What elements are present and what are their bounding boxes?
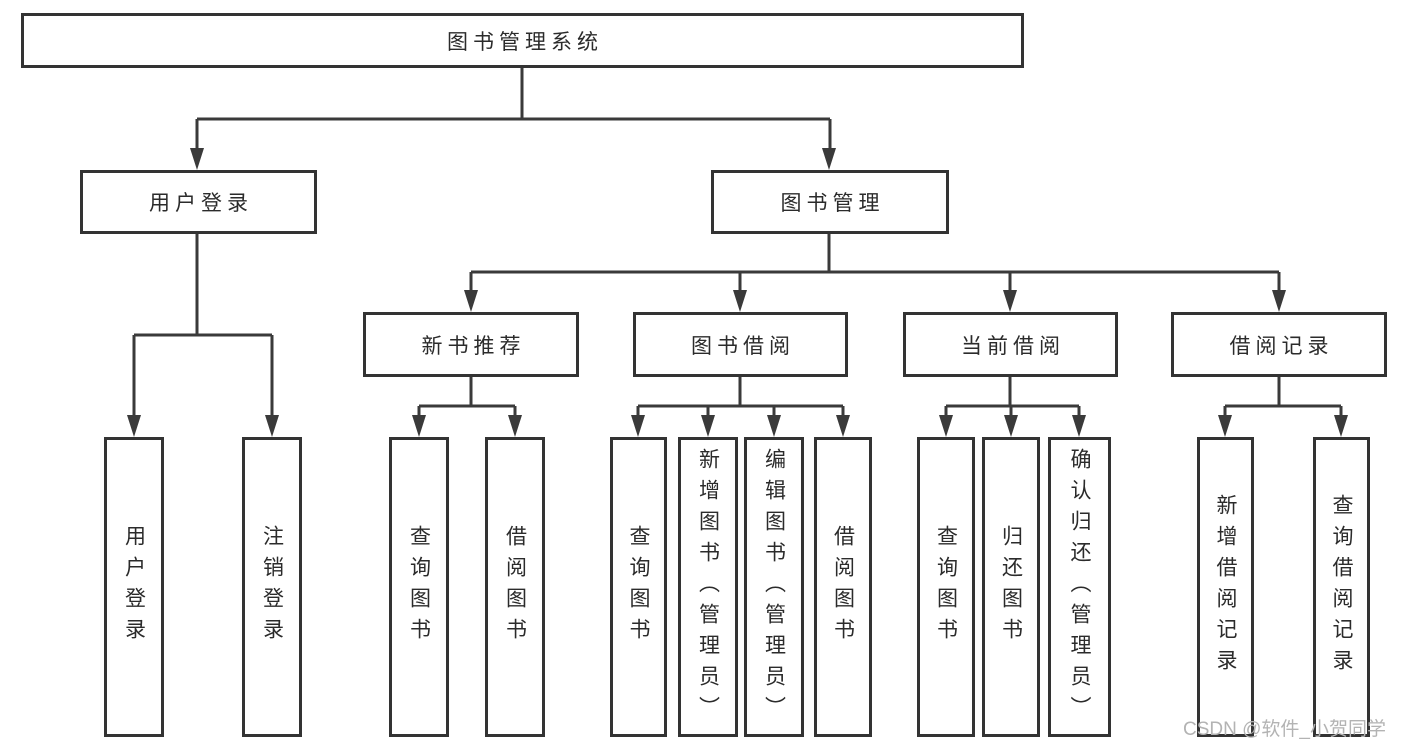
leaf-confirm-return-admin-label: 确认归还（管理员） [1068, 447, 1091, 727]
node-book-management-label: 图书管理 [780, 192, 885, 215]
leaf-query-books-1: 查询图书 [389, 437, 449, 737]
leaf-logout: 注销登录 [242, 437, 302, 737]
leaf-user-login-label: 用户登录 [122, 525, 146, 649]
leaf-query-books-3: 查询图书 [917, 437, 975, 737]
node-borrow-records: 借阅记录 [1171, 312, 1387, 377]
leaf-edit-book-admin: 编辑图书（管理员） [744, 437, 804, 737]
leaf-query-books-1-label: 查询图书 [407, 525, 431, 649]
leaf-add-book-admin: 新增图书（管理员） [678, 437, 738, 737]
node-root-label: 图书管理系统 [447, 30, 603, 54]
leaf-return-book-label: 归还图书 [999, 525, 1023, 649]
leaf-add-borrow-record-label: 新增借阅记录 [1214, 494, 1237, 680]
leaf-borrow-books-2-label: 借阅图书 [831, 525, 855, 649]
node-current-borrowing: 当前借阅 [903, 312, 1118, 377]
leaf-confirm-return-admin: 确认归还（管理员） [1048, 437, 1111, 737]
node-new-book-recommend: 新书推荐 [363, 312, 579, 377]
leaf-borrow-books-2: 借阅图书 [814, 437, 872, 737]
csdn-watermark: CSDN @软件_小贺同学 [1183, 719, 1386, 740]
node-root: 图书管理系统 [21, 13, 1024, 68]
leaf-edit-book-admin-label: 编辑图书（管理员） [762, 447, 786, 727]
leaf-add-book-admin-label: 新增图书（管理员） [696, 447, 720, 727]
node-new-book-recommend-label: 新书推荐 [421, 334, 526, 358]
node-borrow-records-label: 借阅记录 [1229, 334, 1334, 358]
leaf-query-borrow-record-label: 查询借阅记录 [1330, 494, 1353, 680]
leaf-query-books-3-label: 查询图书 [934, 525, 958, 649]
node-book-borrowing: 图书借阅 [633, 312, 848, 377]
leaf-query-borrow-record: 查询借阅记录 [1313, 437, 1370, 737]
node-user-login-label: 用户登录 [149, 192, 253, 215]
leaf-user-login: 用户登录 [104, 437, 164, 737]
leaf-return-book: 归还图书 [982, 437, 1040, 737]
leaf-add-borrow-record: 新增借阅记录 [1197, 437, 1254, 737]
arrowheads [127, 148, 1348, 437]
leaf-logout-label: 注销登录 [260, 525, 284, 649]
node-book-management: 图书管理 [711, 170, 949, 234]
leaf-query-books-2-label: 查询图书 [627, 525, 650, 649]
leaf-borrow-books-1-label: 借阅图书 [503, 525, 527, 649]
leaf-borrow-books-1: 借阅图书 [485, 437, 545, 737]
leaf-query-books-2: 查询图书 [610, 437, 667, 737]
node-user-login: 用户登录 [80, 170, 317, 234]
node-current-borrowing-label: 当前借阅 [961, 334, 1065, 358]
node-book-borrowing-label: 图书借阅 [691, 334, 795, 358]
